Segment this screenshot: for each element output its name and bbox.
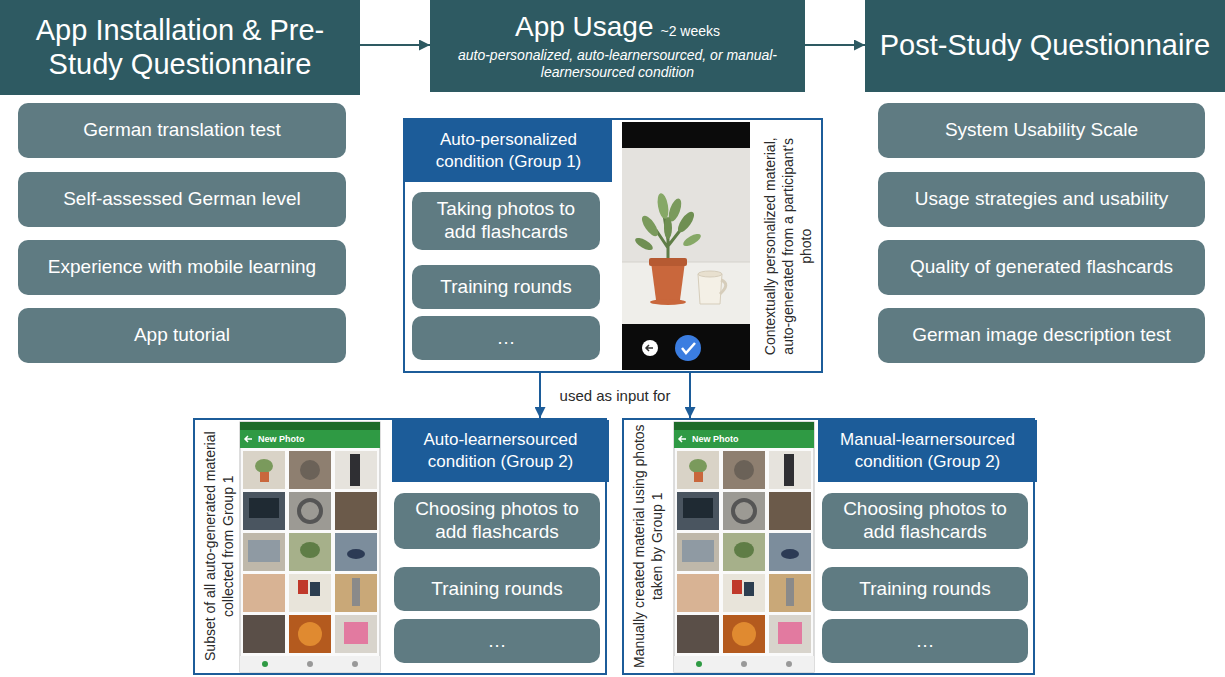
box-text: Self-assessed German level [63, 188, 301, 211]
step-box: German image description test [878, 308, 1205, 363]
activity-box: … [822, 619, 1028, 663]
box-text: German translation test [83, 119, 280, 142]
box-text: … [488, 630, 507, 653]
activity-box: … [394, 619, 600, 663]
box-text: Post-Study Questionnaire [880, 29, 1210, 62]
step-box: Self-assessed German level [18, 172, 346, 227]
box-text: App Installation & Pre-Study Questionnai… [6, 14, 354, 81]
app-screenshot [674, 422, 814, 672]
screen-title: New Photo [692, 430, 739, 448]
activity-box: Choosing photos to add flashcards [822, 493, 1028, 549]
step-box: System Usability Scale [878, 103, 1205, 158]
box-text: Training rounds [440, 276, 571, 299]
phase-header: App Usage ~2 weeks auto-personalized, auto… [430, 0, 805, 92]
box-text: Taking photos to add flashcards [420, 198, 592, 244]
heading-line: App Usage ~2 weeks [515, 10, 720, 44]
screen-title: New Photo [258, 430, 305, 448]
flow-arrow [689, 373, 691, 418]
phase-header: App Installation & Pre-Study Questionnai… [0, 0, 360, 95]
app-screenshot [240, 422, 380, 672]
activity-box: Training rounds [822, 567, 1028, 611]
box-text: Training rounds [431, 578, 562, 601]
box-text: App tutorial [134, 324, 230, 347]
condition-tab: Auto-personalized condition (Group 1) [405, 120, 612, 182]
box-text: Experience with mobile learning [48, 256, 316, 279]
flow-arrow [360, 44, 430, 46]
box-text: Auto-learnersourced condition (Group 2) [402, 429, 599, 473]
activity-box: … [412, 316, 600, 360]
flow-arrow [539, 373, 541, 418]
box-text: … [497, 327, 516, 350]
edge-label: used as input for [557, 387, 674, 405]
box-text: Choosing photos to add flashcards [402, 498, 592, 544]
step-box: Experience with mobile learning [18, 240, 346, 295]
duration-note: ~2 weeks [661, 23, 721, 39]
phone-photo [622, 122, 750, 370]
side-note: Manually created material using photos t… [630, 424, 666, 669]
box-text: Usage strategies and usability [915, 188, 1168, 211]
box-text: Choosing photos to add flashcards [830, 498, 1020, 544]
phase-header: Post-Study Questionnaire [865, 0, 1225, 92]
flow-arrow [805, 44, 865, 46]
activity-box: Choosing photos to add flashcards [394, 493, 600, 549]
box-text: German image description test [912, 324, 1171, 347]
box-text: Auto-personalized condition (Group 1) [415, 129, 602, 173]
activity-box: Training rounds [412, 265, 600, 309]
box-text: Training rounds [859, 578, 990, 601]
condition-tab: Auto-learnersourced condition (Group 2) [392, 420, 609, 482]
box-text: Quality of generated flashcards [910, 256, 1173, 279]
box-text: System Usability Scale [945, 119, 1138, 142]
condition-group: Subset of all auto-generated material co… [193, 418, 607, 675]
activity-box: Training rounds [394, 567, 600, 611]
side-note: Subset of all auto-generated material co… [201, 424, 237, 669]
condition-group: Contextually personalized material, auto… [403, 118, 823, 373]
side-note: Contextually personalized material, auto… [761, 123, 816, 368]
activity-box: Taking photos to add flashcards [412, 192, 600, 250]
box-text: Manual-learnersourced condition (Group 2… [828, 429, 1027, 473]
phase-title: App Usage [515, 11, 654, 42]
box-text: … [916, 630, 935, 653]
step-box: Quality of generated flashcards [878, 240, 1205, 295]
step-box: App tutorial [18, 308, 346, 363]
step-box: German translation test [18, 103, 346, 158]
condition-group: Manually created material using photos t… [622, 418, 1035, 675]
condition-tab: Manual-learnersourced condition (Group 2… [818, 420, 1037, 482]
step-box: Usage strategies and usability [878, 172, 1205, 227]
condition-list: auto-personalized, auto-learnersourced, … [440, 47, 795, 82]
